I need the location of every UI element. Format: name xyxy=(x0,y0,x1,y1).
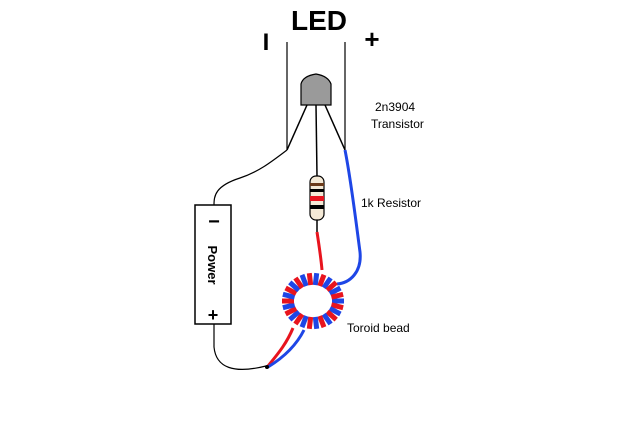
toroid-winding-turn xyxy=(321,276,333,290)
toroid-winding-turn xyxy=(330,302,344,311)
toroid-winding-turn xyxy=(282,302,296,311)
wire-battery-positive-to-coil xyxy=(213,324,267,370)
transistor-body xyxy=(300,73,332,106)
wire-coil-blue-lead-to-junction xyxy=(267,329,306,369)
toroid-winding-turn xyxy=(293,276,305,290)
blue-wires xyxy=(267,149,362,369)
black-wires xyxy=(213,149,288,370)
toroid-winding-turn xyxy=(312,272,320,286)
wire-junction xyxy=(265,365,269,369)
resistor-band-3 xyxy=(310,196,324,201)
battery: − + Power xyxy=(194,204,232,325)
toroid-winding-turn xyxy=(312,316,320,330)
wire-resistor-to-coil xyxy=(315,231,324,271)
transistor-leg-collector xyxy=(324,104,346,151)
battery-body xyxy=(194,204,232,325)
led-leads xyxy=(286,42,346,150)
battery-minus-label: − xyxy=(208,211,220,233)
led-label: LED xyxy=(291,5,347,36)
toroid-winding-turn xyxy=(293,312,305,326)
toroid-winding-turn xyxy=(306,316,314,330)
toroid-winding-turn xyxy=(330,291,344,300)
wire-coil-red-lead-to-junction xyxy=(266,327,295,367)
toroid-winding-turn xyxy=(317,273,327,287)
battery-plus-label: + xyxy=(208,305,219,325)
toroid-winding-turn xyxy=(325,280,338,293)
toroid-winding-turn xyxy=(325,309,338,322)
led-plus-label: + xyxy=(364,24,379,54)
toroid-winding-turn xyxy=(328,285,342,296)
toroid-winding-turn xyxy=(328,306,342,317)
wire-collector-to-coil xyxy=(336,149,362,286)
toroid-winding-turn xyxy=(282,291,296,300)
toroid-winding-turn xyxy=(299,315,309,329)
toroid-winding-turn xyxy=(288,280,301,293)
toroid-winding-turn xyxy=(284,285,298,296)
toroid-winding-turn xyxy=(284,306,298,317)
toroid-winding-turn xyxy=(306,272,314,286)
wire-battery-negative-to-led xyxy=(213,149,288,206)
transistor-word-label: Transistor xyxy=(371,117,424,131)
toroid-label: Toroid bead xyxy=(347,321,410,335)
led-minus-label: I xyxy=(263,29,270,56)
resistor-label: 1k Resistor xyxy=(361,196,421,210)
toroid-winding-turn xyxy=(299,273,309,287)
toroid-bead xyxy=(282,272,344,330)
toroid-winding-turn xyxy=(321,312,333,326)
resistor-band-2 xyxy=(310,189,324,192)
resistor-band-1 xyxy=(310,183,324,186)
battery-label: Power xyxy=(205,245,220,284)
resistor-band-4 xyxy=(310,205,324,209)
red-wires xyxy=(266,231,324,367)
toroid-center-hole xyxy=(298,288,328,314)
toroid-windings xyxy=(282,272,344,330)
toroid-winding-turn xyxy=(317,315,327,329)
resistor xyxy=(309,175,325,232)
transistor xyxy=(286,73,346,177)
transistor-leg-emitter xyxy=(286,104,308,151)
transistor-part-label: 2n3904 xyxy=(375,100,415,114)
toroid-winding-turn xyxy=(288,309,301,322)
transistor-leg-base xyxy=(315,104,318,177)
